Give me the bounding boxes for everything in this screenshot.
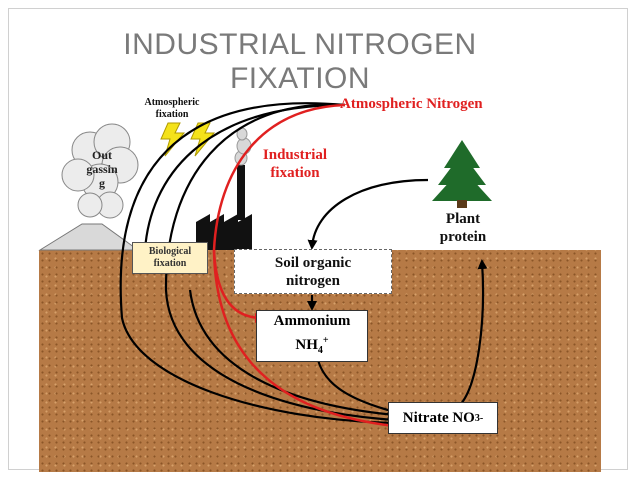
nitrate-formula-sub: 3 [474, 412, 480, 424]
tree-icon [432, 140, 492, 208]
atmospheric-nitrogen-label: Atmospheric Nitrogen [340, 96, 483, 112]
biological-fixation-box: Biological fixation [132, 242, 208, 274]
ammonium-box: Ammonium NH4+ [256, 310, 368, 362]
smoke-icon [234, 127, 252, 166]
arrow-biological-to-nitrate [188, 289, 398, 420]
ammonium-formula-sub: 4 [317, 345, 323, 356]
outgassing-label: Out gassin g [86, 148, 118, 190]
ammonium-formula: NH4+ [295, 331, 328, 360]
slide-title: INDUSTRIAL NITROGEN FIXATION [123, 28, 477, 95]
arrow-nitrate-to-plant [459, 259, 488, 406]
outgassing-cloud-icon [61, 123, 139, 219]
arrow-ammonium-to-nitrate [316, 359, 398, 416]
arrow-atmospheric-fixation-left [119, 102, 398, 428]
ammonium-label: Ammonium [273, 313, 351, 329]
volcano-icon [38, 223, 140, 251]
ammonium-formula-sup: + [322, 335, 329, 346]
factory-icon [196, 165, 252, 250]
arrow-industrial-to-nitrate [212, 249, 398, 431]
arrow-plant-to-soil [307, 178, 429, 250]
atmospheric-fixation-label: Atmospheric fixation [144, 97, 200, 120]
industrial-fixation-label: Industrial fixation [262, 147, 328, 181]
soil-organic-nitrogen-box: Soil organic nitrogen [234, 249, 392, 294]
nitrate-label: Nitrate NO [402, 409, 475, 426]
lightning-icon [190, 122, 216, 157]
arrow-industrial-fixation [212, 103, 346, 251]
plant-protein-label: Plant protein [439, 211, 487, 245]
ammonium-formula-base: NH [295, 337, 318, 353]
arrow-atmospheric-fixation-right [164, 103, 398, 425]
nitrate-formula-sup: - [479, 412, 484, 424]
